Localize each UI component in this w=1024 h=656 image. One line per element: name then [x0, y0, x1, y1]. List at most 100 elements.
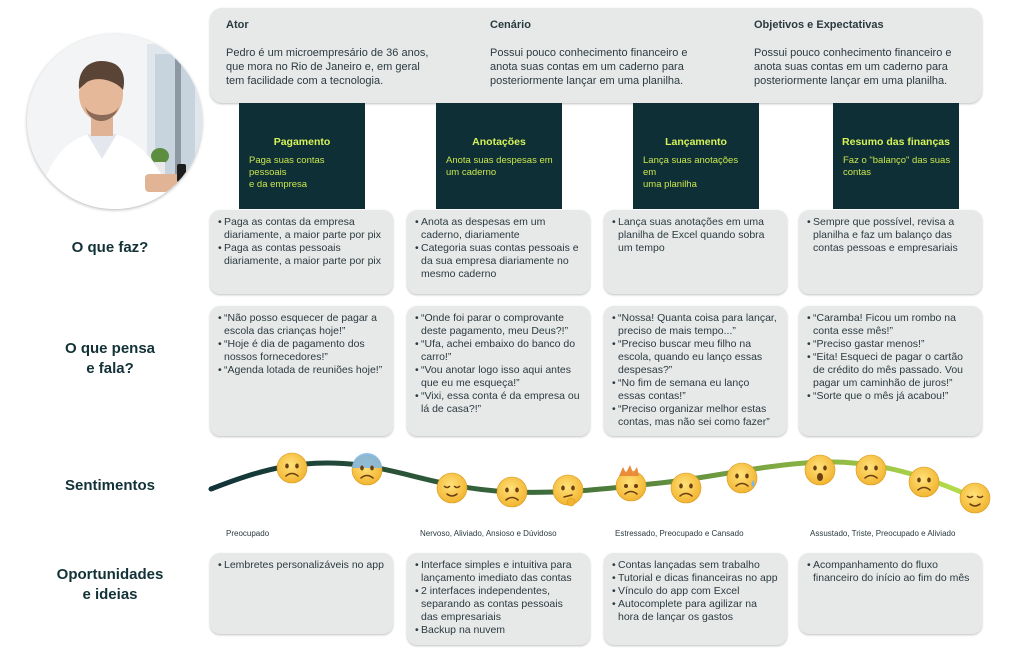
list-item: “Preciso buscar meu filho na escola, qua…: [612, 338, 779, 377]
surprised-emoji-icon: [804, 454, 836, 486]
stage-desc-line: Anota suas despesas em: [446, 155, 553, 166]
list-item: “Agenda lotada de reuniões hoje!”: [218, 364, 385, 377]
list-item: 2 interfaces independentes, separando as…: [415, 585, 582, 624]
goals-line: posteriormente lançar em uma planilha.: [754, 75, 948, 87]
list-item: Backup na nuvem: [415, 624, 582, 637]
stage-lancamento: Lançamento Lança suas anotações em uma p…: [633, 103, 759, 209]
list-item: Paga as contas da empresa diariamente, a…: [218, 216, 385, 242]
list-item: “Nossa! Quanta coisa para lançar, precis…: [612, 312, 779, 338]
list-item: “Caramba! Ficou um rombo na conta esse m…: [807, 312, 974, 338]
list-item: “Vou anotar logo isso aqui antes que eu …: [415, 364, 582, 390]
anxious-sweat-emoji-icon: [351, 453, 383, 486]
row-label-line: e fala?: [86, 360, 134, 377]
stage-title: Lançamento: [665, 136, 727, 148]
persona-avatar: [27, 34, 202, 209]
exploding-head-emoji-icon: [615, 465, 647, 502]
list-item: Interface simples e intuitiva para lança…: [415, 559, 582, 585]
goals-line: anota suas contas em um caderno para: [754, 61, 948, 73]
list-item: Anota as despesas em um caderno, diariam…: [415, 216, 582, 242]
feeling-label: Estressado, Preocupado e Cansado: [615, 529, 744, 538]
worried-emoji-icon: [276, 452, 308, 484]
does-card: Sempre que possível, revisa a planilha e…: [799, 210, 982, 294]
stage-desc-line: contas: [843, 167, 871, 178]
row-label-opportunities: Oportunidades e ideias: [30, 565, 190, 605]
stage-desc-line: uma planilha: [643, 179, 697, 190]
stage-description: Faz o "balanço" das suas contas: [843, 155, 951, 179]
list-item: Vínculo do app com Excel: [612, 585, 779, 598]
sad-emoji-icon: [855, 454, 887, 486]
list-item: Lança suas anotações em uma planilha de …: [612, 216, 779, 255]
stage-description: Paga suas contas pessoais e da empresa: [249, 155, 357, 191]
row-label-line: Oportunidades: [56, 566, 164, 583]
tired-sweat-emoji-icon: [726, 462, 758, 494]
stage-title: Anotações: [472, 136, 526, 148]
goals-line: Possui pouco conhecimento financeiro e: [754, 47, 952, 59]
list-item: Tutorial e dicas financeiras no app: [612, 572, 779, 585]
list-item: Categoria suas contas pessoais e da sua …: [415, 242, 582, 281]
list-item: Contas lançadas sem trabalho: [612, 559, 779, 572]
thinks-card: “Onde foi parar o comprovante deste paga…: [407, 306, 590, 436]
does-card: Paga as contas da empresa diariamente, a…: [210, 210, 393, 294]
stage-title: Pagamento: [273, 136, 331, 148]
sentiment-curve: [208, 452, 991, 514]
stage-desc-line: Lança suas anotações em: [643, 155, 739, 178]
stage-description: Anota suas despesas em um caderno: [446, 155, 554, 179]
worried-emoji-icon: [670, 472, 702, 504]
persona-summary-box: [210, 8, 982, 103]
opportunities-card: Interface simples e intuitiva para lança…: [407, 553, 590, 645]
does-card: Lança suas anotações em uma planilha de …: [604, 210, 787, 294]
stage-desc-line: e da empresa: [249, 179, 308, 190]
thinks-card: “Não posso esquecer de pagar a escola da…: [210, 306, 393, 436]
scenario-description: Possui pouco conhecimento financeiro e a…: [490, 46, 688, 88]
thinks-card: “Caramba! Ficou um rombo na conta esse m…: [799, 306, 982, 436]
list-item: Paga as contas pessoais diariamente, a m…: [218, 242, 385, 268]
actor-line: Pedro é um microempresário de 36 anos,: [226, 47, 429, 59]
goals-description: Possui pouco conhecimento financeiro e a…: [754, 46, 952, 88]
does-card: Anota as despesas em um caderno, diariam…: [407, 210, 590, 294]
list-item: “Ufa, achei embaixo do banco do carro!”: [415, 338, 582, 364]
stage-description: Lança suas anotações em uma planilha: [643, 155, 751, 191]
scenario-line: Possui pouco conhecimento financeiro e: [490, 47, 688, 59]
relieved-emoji-icon: [436, 472, 468, 504]
scenario-line: posteriormente lançar em uma planilha.: [490, 75, 684, 87]
scenario-line: anota suas contas em um caderno para: [490, 61, 684, 73]
row-label-thinks: O que pensa e fala?: [30, 339, 190, 379]
stage-pagamento: Pagamento Paga suas contas pessoais e da…: [239, 103, 365, 209]
row-label-line: O que pensa: [64, 340, 156, 357]
list-item: Autocomplete para agilizar na hora de la…: [612, 598, 779, 624]
list-item: Lembretes personalizáveis no app: [218, 559, 385, 572]
curve-line: [208, 459, 978, 501]
list-item: “Eita! Esqueci de pagar o cartão de créd…: [807, 351, 974, 390]
stage-desc-line: Paga suas contas pessoais: [249, 155, 325, 178]
list-item: “Preciso gastar menos!”: [807, 338, 974, 351]
opportunities-card: Lembretes personalizáveis no app: [210, 553, 393, 634]
actor-title: Ator: [226, 19, 249, 31]
row-label-feelings: Sentimentos: [64, 477, 155, 494]
list-item: “No fim de semana eu lanço essas contas!…: [612, 377, 779, 403]
stage-resumo-financas: Resumo das finanças Faz o "balanço" das …: [833, 103, 959, 209]
goals-title: Objetivos e Expectativas: [754, 19, 884, 31]
list-item: “Onde foi parar o comprovante deste paga…: [415, 312, 582, 338]
opportunities-card: Contas lançadas sem trabalho Tutorial e …: [604, 553, 787, 645]
stage-title: Resumo das finanças: [842, 136, 950, 148]
feeling-label: Assustado, Triste, Preocupado e Aliviado: [810, 529, 956, 538]
list-item: Acompanhamento do fluxo financeiro do in…: [807, 559, 974, 585]
stage-desc-line: um caderno: [446, 167, 497, 178]
thinking-emoji-icon: [552, 474, 584, 507]
thinks-card: “Nossa! Quanta coisa para lançar, precis…: [604, 306, 787, 436]
stage-anotacoes: Anotações Anota suas despesas em um cade…: [436, 103, 562, 209]
stage-desc-line: Faz o "balanço" das suas: [843, 155, 951, 166]
opportunities-card: Acompanhamento do fluxo financeiro do in…: [799, 553, 982, 634]
list-item: “Preciso organizar melhor estas contas, …: [612, 403, 779, 429]
feeling-label: Nervoso, Aliviado, Ansioso e Dúvidoso: [420, 529, 557, 538]
relieved-emoji-icon: [959, 482, 991, 514]
actor-description: Pedro é um microempresário de 36 anos, q…: [226, 46, 428, 88]
list-item: “Vixi, essa conta é da empresa ou lá de …: [415, 390, 582, 416]
actor-line: que mora no Rio de Janeiro e, em geral: [226, 61, 420, 73]
list-item: “Não posso esquecer de pagar a escola da…: [218, 312, 385, 338]
worried-emoji-icon: [496, 476, 528, 508]
feeling-label: Preocupado: [226, 529, 270, 538]
worried-emoji-icon: [908, 466, 940, 498]
list-item: Sempre que possível, revisa a planilha e…: [807, 216, 974, 255]
row-label-line: e ideias: [82, 586, 138, 603]
